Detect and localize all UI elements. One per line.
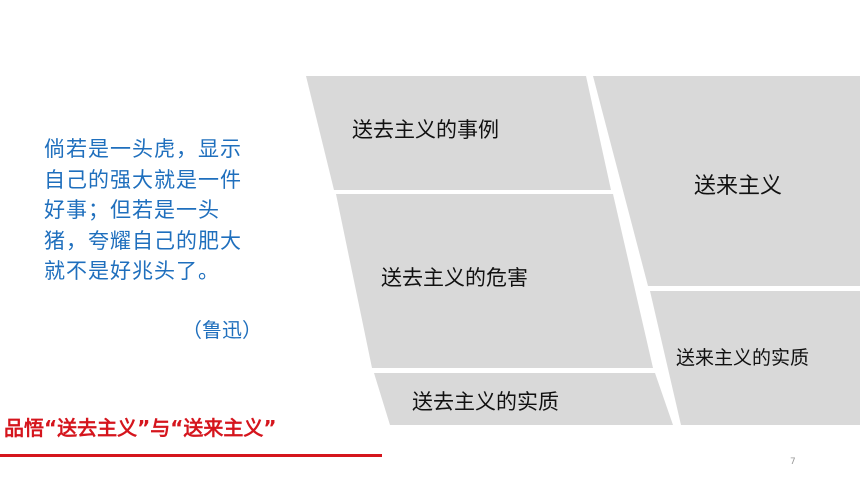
panel-songlai [593,76,860,286]
label-songlai-essence: 送来主义的实质 [676,347,810,369]
lu-xun-quote: 倘若是一头虎，显示 自己的强大就是一件 好事；但若是一头 猪，夸耀自己的肥大 就… [44,134,280,287]
title-underline [0,454,382,457]
slide-title: 品悟“送去主义”与“送来主义” [4,416,277,440]
panel-songqu-harm [336,194,653,368]
page-number: 7 [790,457,796,467]
label-songqu-essence: 送去主义的实质 [412,390,559,414]
panel-songlai-essence [650,291,860,425]
quote-line: 倘若是一头虎，显示 [44,137,242,161]
quote-line: 猪，夸耀自己的肥大 [44,228,242,253]
quote-author: （鲁迅） [182,318,262,342]
label-songqu-examples: 送去主义的事例 [352,118,499,142]
quote-line: 好事；但若是一头 [44,198,220,222]
quote-line: 自己的强大就是一件 [44,167,242,192]
label-songlai: 送来主义 [694,174,783,199]
quote-line: 就不是好兆头了。 [44,259,220,283]
label-songqu-harm: 送去主义的危害 [381,266,528,290]
panel-songqu-examples [306,76,611,190]
panel-songqu-essence [374,373,673,425]
